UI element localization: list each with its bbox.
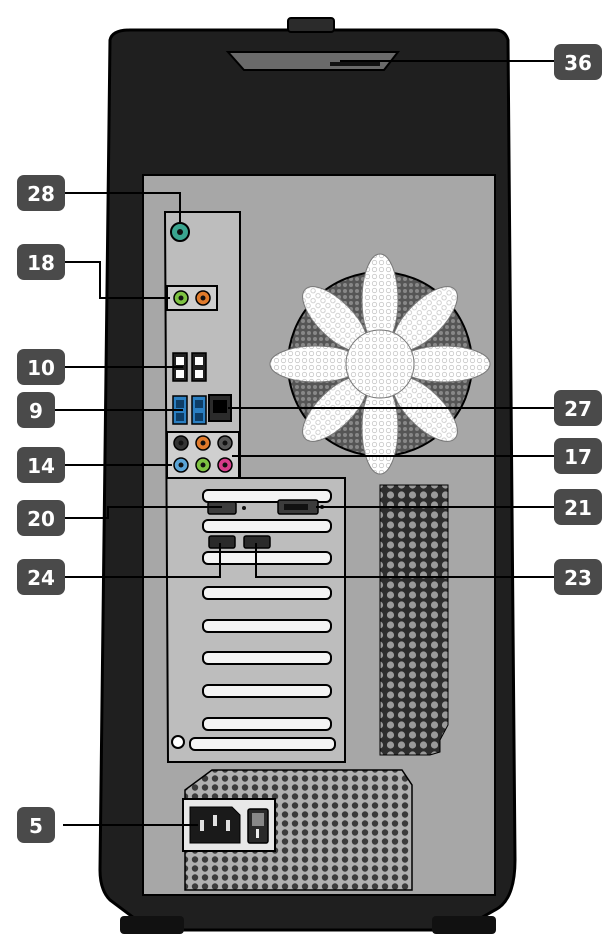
callout-14: 14	[17, 447, 65, 483]
callout-18: 18	[17, 244, 65, 280]
callout-20: 20	[17, 500, 65, 536]
lock-hole	[171, 735, 185, 749]
callout-24: 24	[17, 559, 65, 595]
svg-text:5: 5	[29, 814, 43, 838]
svg-text:28: 28	[27, 182, 55, 206]
callout-36: 36	[554, 44, 602, 80]
case-foot-right	[432, 916, 496, 934]
svg-text:20: 20	[27, 507, 55, 531]
callout-27: 27	[554, 390, 602, 426]
hdmi-port	[208, 535, 236, 549]
side-vent	[379, 484, 449, 756]
svg-text:17: 17	[564, 445, 592, 469]
rear-audio-jacks	[166, 431, 240, 479]
rear-fan	[269, 253, 491, 475]
case-foot-left	[120, 916, 184, 934]
callout-21: 21	[554, 489, 602, 525]
io-plate	[163, 211, 346, 763]
top-handle	[287, 17, 335, 33]
callout-9: 9	[17, 392, 55, 428]
svg-text:10: 10	[27, 356, 55, 380]
svg-text:24: 24	[27, 566, 55, 590]
svg-text:9: 9	[29, 399, 43, 423]
power-supply	[182, 769, 413, 891]
svg-text:27: 27	[564, 397, 592, 421]
callout-17: 17	[554, 438, 602, 474]
callouts: 36 28 18 10 9 27 14 17	[17, 44, 602, 843]
callout-23: 23	[554, 559, 602, 595]
callout-10: 10	[17, 349, 65, 385]
svg-text:14: 14	[27, 454, 55, 478]
svg-text:23: 23	[564, 566, 592, 590]
svg-text:21: 21	[564, 496, 592, 520]
callout-5: 5	[17, 807, 55, 843]
expansion-slots	[189, 489, 336, 751]
callout-28: 28	[17, 175, 65, 211]
svg-text:18: 18	[27, 251, 55, 275]
leader-lines	[53, 60, 555, 826]
svg-text:36: 36	[564, 51, 592, 75]
